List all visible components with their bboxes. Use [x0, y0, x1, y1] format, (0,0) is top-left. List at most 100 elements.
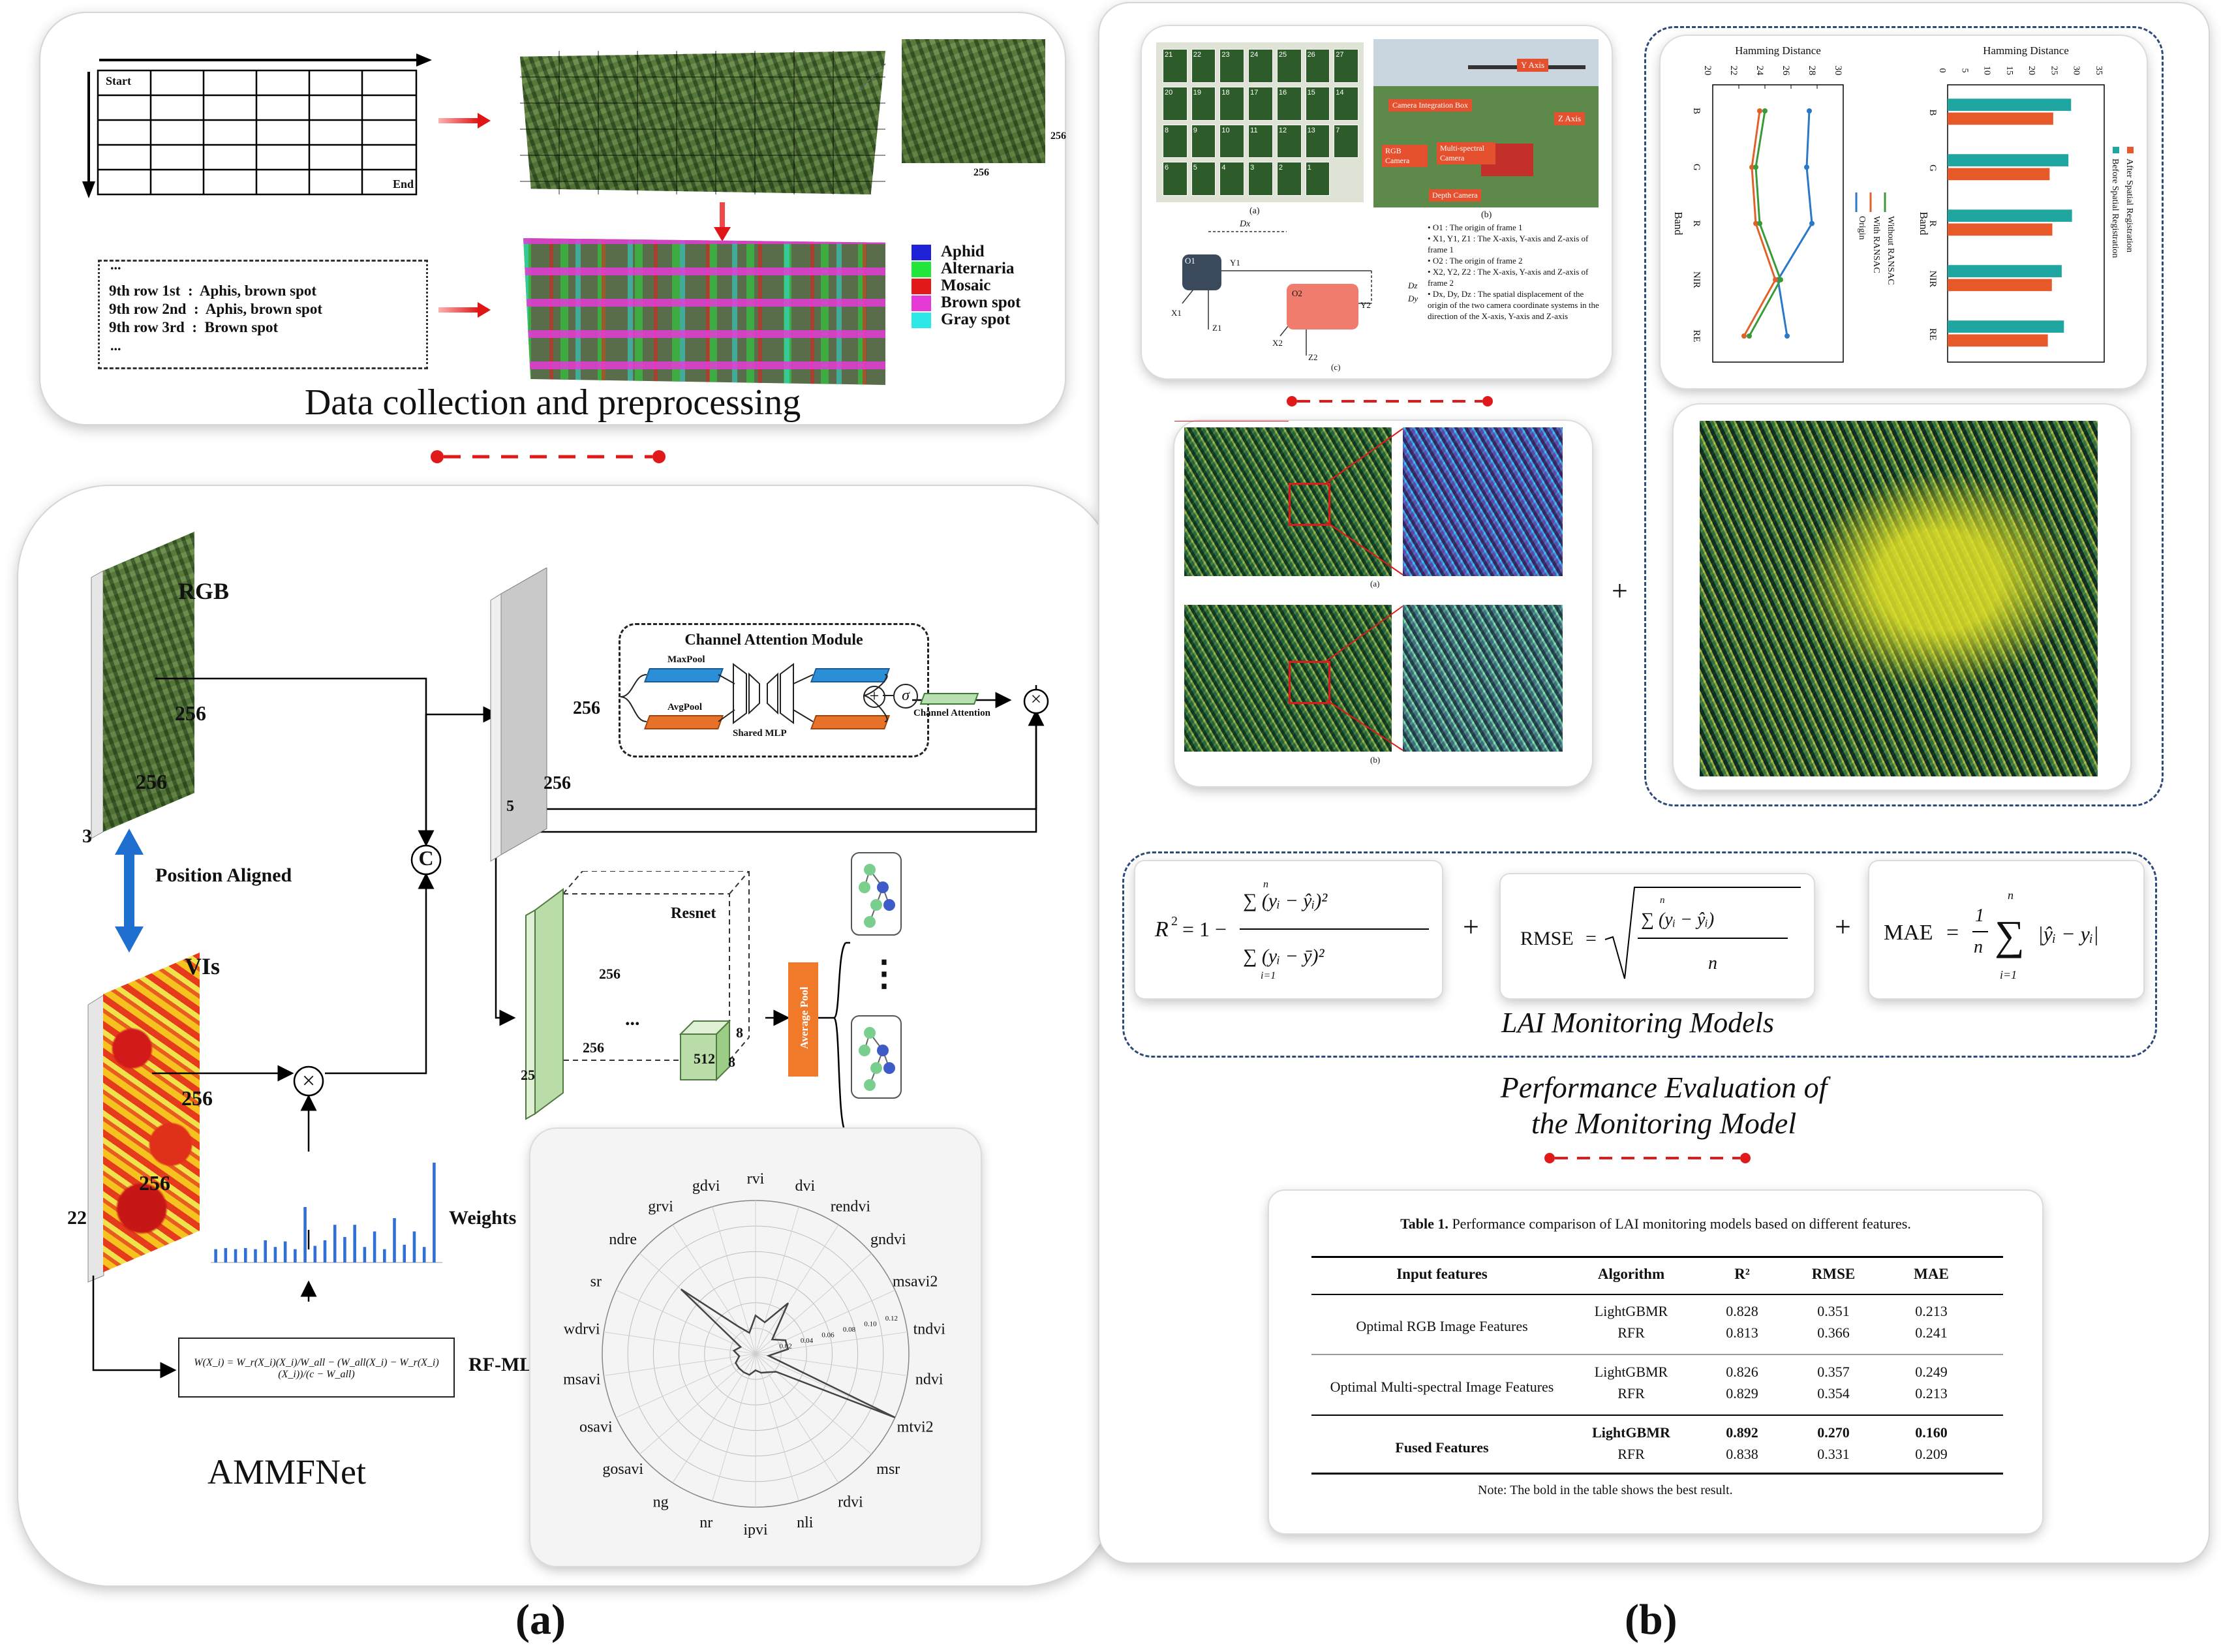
- resnet-dim-width: 256: [583, 1039, 604, 1056]
- hamming-bar-tick-label: 25: [2049, 66, 2059, 75]
- radar-spoke: [755, 1206, 799, 1354]
- hamming-line-legend-label: With RANSAC: [1871, 216, 1881, 273]
- mae-formula: MAE=1n∑ni=1|ŷᵢ − yᵢ|: [1884, 889, 2099, 981]
- label-y2: Y2: [1360, 300, 1371, 310]
- radar-axis-label: grvi: [648, 1199, 673, 1216]
- hamming-bar-title: Hamming Distance: [1983, 44, 2069, 57]
- spatial-registration-box: [1644, 26, 2164, 806]
- plot-cell: 12: [1276, 124, 1302, 159]
- multiply-symbol-vis: ×: [301, 1067, 316, 1094]
- label-z2: Z2: [1308, 352, 1318, 362]
- hamming-line-point: [1784, 333, 1790, 339]
- label-z1: Z1: [1212, 323, 1222, 333]
- rf-ml-formula: W(X_i) = W_r(X_i)(X_i)/W_all − (W_all(X_…: [194, 1357, 439, 1380]
- legend-swatch-brown-spot: [911, 296, 931, 311]
- radar-spoke: [672, 1225, 756, 1354]
- concat-feature-slab: [490, 568, 547, 862]
- header-algorithm: Algorithm: [1597, 1266, 1665, 1282]
- ellipsis-bottom: ...: [110, 337, 121, 354]
- ammfnet-title: AMMFNet: [207, 1452, 367, 1491]
- hamming-line-tick-label: 26: [1781, 66, 1791, 76]
- r2-sum-bottom: i=1: [1261, 970, 1276, 981]
- radar-axis-label: osavi: [579, 1419, 613, 1436]
- note-2: • X1, Y1, Z1 : The X-axis, Y-axis and Z-…: [1428, 234, 1589, 254]
- hamming-bar: [1948, 279, 2052, 292]
- hamming-bar-tick-label: 20: [2027, 66, 2036, 75]
- row-label-box: ... 9th row 1st : Aphis, brown spot 9th …: [98, 256, 428, 369]
- cam-title: Channel Attention Module: [684, 632, 863, 649]
- hamming-line-tick-label: 24: [1754, 66, 1765, 76]
- header-r2: R²: [1734, 1266, 1750, 1282]
- radar-spoke: [604, 1353, 756, 1376]
- tree-ellipsis: ⋮: [866, 954, 902, 993]
- r2-sup: 2: [1171, 914, 1178, 928]
- legend-aphid: Aphid: [941, 243, 985, 260]
- hamming-bar-tick-label: 30: [2072, 66, 2081, 75]
- vis-dim-width: 256: [139, 1171, 170, 1195]
- tree-model-icon: [851, 852, 902, 936]
- hamming-line-point: [1762, 108, 1768, 114]
- field-grid-overlay: [520, 51, 885, 194]
- hamming-line-band-label: RE: [1691, 329, 1702, 342]
- note-1: • O1 : The origin of frame 1: [1428, 222, 1523, 232]
- red-dashed-connector: [431, 450, 666, 463]
- g1-r1-rmse: 0.351: [1817, 1303, 1850, 1319]
- hamming-line-point: [1807, 108, 1812, 114]
- rgb-dim-height: 256: [175, 701, 206, 725]
- label-o1: O1: [1185, 256, 1195, 266]
- hamming-bar-tick-label: 35: [2094, 66, 2104, 75]
- radar-axis-label: sr: [590, 1273, 602, 1290]
- photo-b-label: (b): [1481, 210, 1492, 220]
- g2-r1-algo: LightGBMR: [1594, 1364, 1668, 1380]
- weight-bar: [234, 1249, 237, 1262]
- resnet-dim-channels: 25: [521, 1067, 535, 1083]
- label-y1: Y1: [1230, 258, 1240, 268]
- note-3: • O2 : The origin of frame 2: [1428, 256, 1523, 266]
- resnet-block: [525, 871, 750, 1120]
- weight-bar: [224, 1247, 228, 1262]
- red-down-arrow-icon: [714, 202, 731, 241]
- rf-ml-formula-box: W(X_i) = W_r(X_i)(X_i)/W_all − (W_all(X_…: [178, 1338, 455, 1398]
- panel-a-label: (a): [515, 1596, 566, 1644]
- weight-bar: [273, 1247, 277, 1262]
- g3-r2-r2: 0.838: [1726, 1446, 1758, 1462]
- crop-size-right: 256: [1050, 130, 1066, 142]
- hamming-bar-axis-label: Band: [1918, 212, 1930, 236]
- hamming-bar-legend-swatch: [2113, 147, 2119, 153]
- plot-cell: 18: [1219, 86, 1245, 121]
- g1-r2-r2: 0.813: [1726, 1324, 1758, 1341]
- r2-eq: = 1 −: [1182, 917, 1227, 941]
- g3-r1-r2: 0.892: [1726, 1424, 1758, 1441]
- radar-axis-label: tndvi: [913, 1321, 946, 1338]
- r2-numerator: ∑ (yᵢ − ŷᵢ)²: [1243, 890, 1328, 911]
- radar-tick-label: 0.02: [779, 1342, 791, 1350]
- mae-sum-bottom: i=1: [2000, 968, 2017, 981]
- g2-r1-mae: 0.249: [1915, 1364, 1948, 1380]
- plot-cell: 5: [1191, 162, 1216, 196]
- plot-cell: 26: [1305, 49, 1330, 83]
- radar-spoke: [755, 1353, 839, 1483]
- multiply-symbol-attention: ×: [1030, 688, 1042, 710]
- radar-spoke: [672, 1353, 756, 1483]
- cropped-patch-image: [902, 39, 1045, 163]
- hamming-bar: [1948, 112, 2053, 125]
- hamming-bar: [1948, 265, 2062, 277]
- hamming-line-point: [1809, 221, 1815, 226]
- legend-gray-spot: Gray spot: [941, 311, 1011, 328]
- metrics-box: [1122, 851, 2157, 1058]
- channel-attention-module-box: Channel Attention Module MaxPool AvgPool…: [619, 623, 929, 757]
- coordinate-frames-diagram: [1182, 231, 1372, 356]
- radar-spoke: [712, 1206, 756, 1354]
- radar-tick-label: 0.08: [843, 1326, 856, 1334]
- hamming-bar-tick-label: 10: [1982, 66, 1992, 75]
- rmse-formula: RMSE=∑ (yᵢ − ŷᵢ)nn: [1520, 887, 1801, 979]
- hamming-line-band-label: G: [1691, 164, 1702, 171]
- g2-r1-r2: 0.826: [1726, 1364, 1758, 1380]
- hamming-bar: [1948, 223, 2053, 236]
- hamming-line-series: [1777, 110, 1813, 337]
- hamming-bar-legend-label: Before Spatial Registration: [2110, 159, 2120, 258]
- plot-cell: 27: [1334, 49, 1358, 83]
- weight-bar: [323, 1240, 327, 1262]
